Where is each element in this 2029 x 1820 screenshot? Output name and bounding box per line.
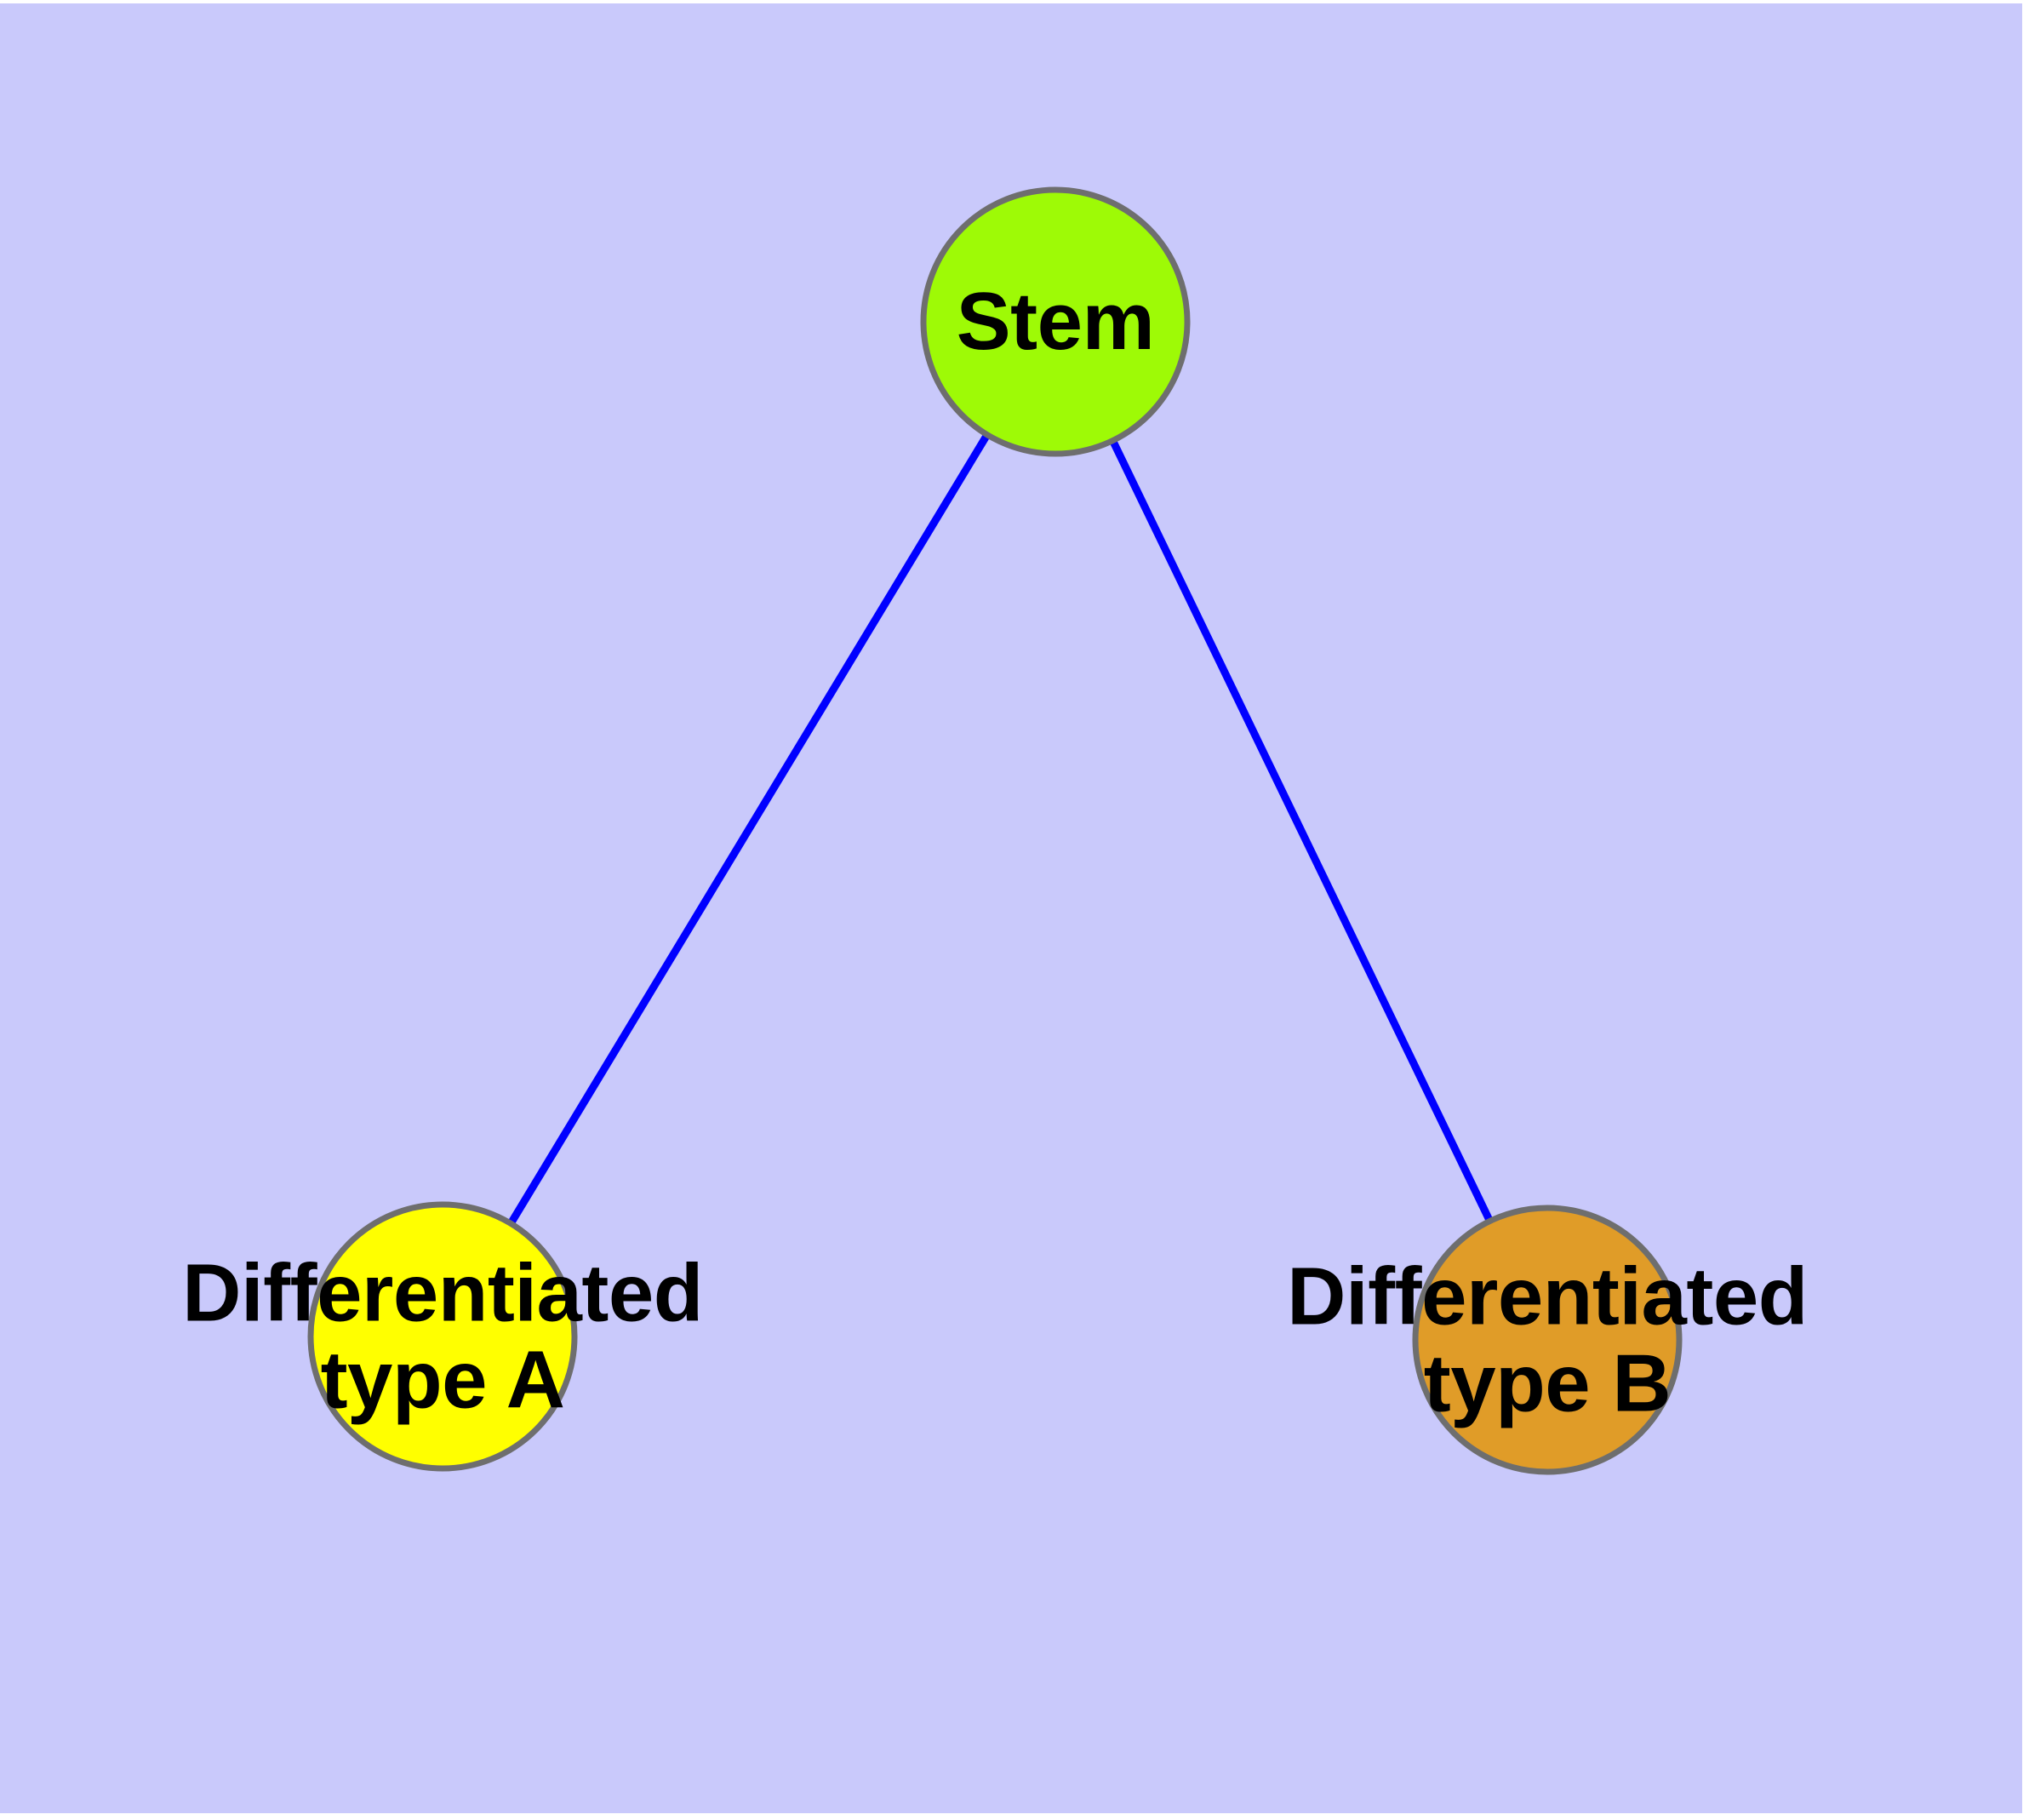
graph-edge-stem-to-diff-a[interactable]	[500, 389, 1017, 1237]
node-layer	[307, 186, 1683, 1475]
graph-node-diff-b[interactable]	[1412, 1205, 1683, 1475]
edge-layer	[500, 389, 1500, 1237]
graph-node-diff-a[interactable]	[307, 1201, 578, 1472]
graph-edge-stem-to-diff-b[interactable]	[1087, 393, 1500, 1235]
graph-node-stem[interactable]	[920, 186, 1191, 457]
